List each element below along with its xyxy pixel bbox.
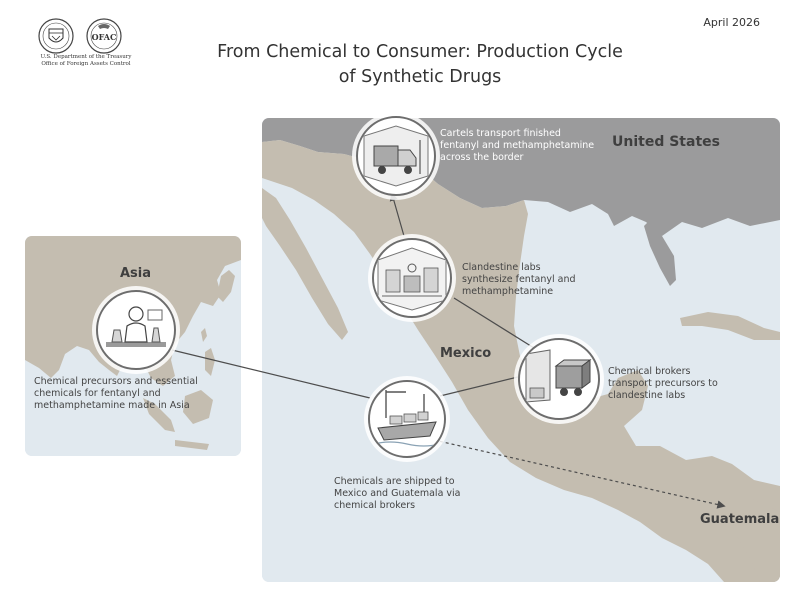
labs-step-caption-line: synthesize fentanyl and	[462, 274, 576, 285]
asia-step-caption: Chemical precursors and essential chemic…	[34, 376, 240, 412]
scientist-lab-icon	[106, 306, 166, 347]
connector-asia-to-shipping	[171, 349, 371, 399]
border-step-caption-line: Cartels transport finished	[440, 128, 561, 139]
shipping-step-bubble	[368, 380, 446, 458]
taiwan-island	[201, 328, 207, 342]
ofac-seal-text: OFAC	[92, 32, 117, 42]
florida-peninsula	[644, 220, 676, 286]
report-date: April 2026	[703, 16, 760, 29]
labs-step-caption-line: methamphetamine	[462, 286, 554, 297]
connector-shipping-to-guatemala	[433, 439, 726, 509]
connector-shipping-to-brokers	[439, 375, 523, 397]
connector-brokers-to-labs	[453, 297, 535, 349]
cargo-ship-icon	[373, 390, 441, 447]
shipping-step-caption-line: chemical brokers	[334, 500, 416, 511]
sumatra-island	[143, 398, 175, 432]
labs-step-caption: Clandestine labs synthesize fentanyl and…	[462, 262, 612, 298]
shipping-step-caption-line: Mexico and Guatemala via	[334, 488, 461, 499]
borneo-island	[183, 390, 213, 424]
seal-caption-line-2: Office of Foreign Assets Control	[41, 61, 131, 67]
border-step-bubble	[356, 116, 436, 196]
treasury-seal-icon	[38, 18, 74, 54]
baja-california	[262, 188, 348, 340]
region-label-united-states: United States	[612, 134, 720, 150]
page-title: From Chemical to Consumer: Production Cy…	[160, 40, 680, 90]
region-label-mexico: Mexico	[440, 346, 492, 361]
asia-step-caption-line: Chemical precursors and essential	[34, 376, 198, 387]
asia-step-caption-line: chemicals for fentanyl and	[34, 388, 161, 399]
cuba-island	[680, 312, 780, 340]
seal-caption: U.S. Department of the Treasury Office o…	[30, 54, 142, 68]
border-step-caption: Cartels transport finished fentanyl and …	[440, 128, 600, 164]
labs-step-bubble	[372, 238, 452, 318]
brokers-step-caption: Chemical brokers transport precursors to…	[608, 366, 748, 402]
border-truck-icon	[363, 125, 429, 187]
region-label-asia: Asia	[120, 266, 152, 281]
border-step-caption-line: across the border	[440, 152, 524, 163]
brokers-step-caption-line: Chemical brokers	[608, 366, 691, 377]
shipping-step-caption-line: Chemicals are shipped to	[334, 476, 455, 487]
philippines-island	[205, 348, 215, 376]
agency-seals: OFAC	[38, 18, 122, 54]
border-step-caption-line: fentanyl and methamphetamine	[440, 140, 595, 151]
clandestine-lab-icon	[377, 247, 447, 311]
ofac-seal-icon	[86, 18, 122, 54]
truck-crates-icon	[525, 349, 592, 403]
shipping-step-caption: Chemicals are shipped to Mexico and Guat…	[334, 476, 494, 512]
labs-step-caption-line: Clandestine labs	[462, 262, 541, 273]
title-line-2: of Synthetic Drugs	[338, 67, 502, 87]
brokers-step-caption-line: clandestine labs	[608, 390, 686, 401]
seal-caption-line-1: U.S. Department of the Treasury	[40, 54, 132, 60]
asia-step-bubble	[96, 290, 176, 370]
title-line-1: From Chemical to Consumer: Production Cy…	[217, 42, 623, 62]
java-island	[175, 440, 209, 450]
connector-labs-to-border	[389, 192, 405, 237]
brokers-step-caption-line: transport precursors to	[608, 378, 718, 389]
japan-island	[217, 270, 235, 302]
brokers-step-bubble	[518, 338, 600, 420]
asia-step-caption-line: methamphetamine made in Asia	[34, 400, 190, 411]
region-label-guatemala: Guatemala	[700, 512, 780, 527]
asia-map-panel	[25, 236, 241, 456]
central-america-land	[728, 490, 780, 582]
